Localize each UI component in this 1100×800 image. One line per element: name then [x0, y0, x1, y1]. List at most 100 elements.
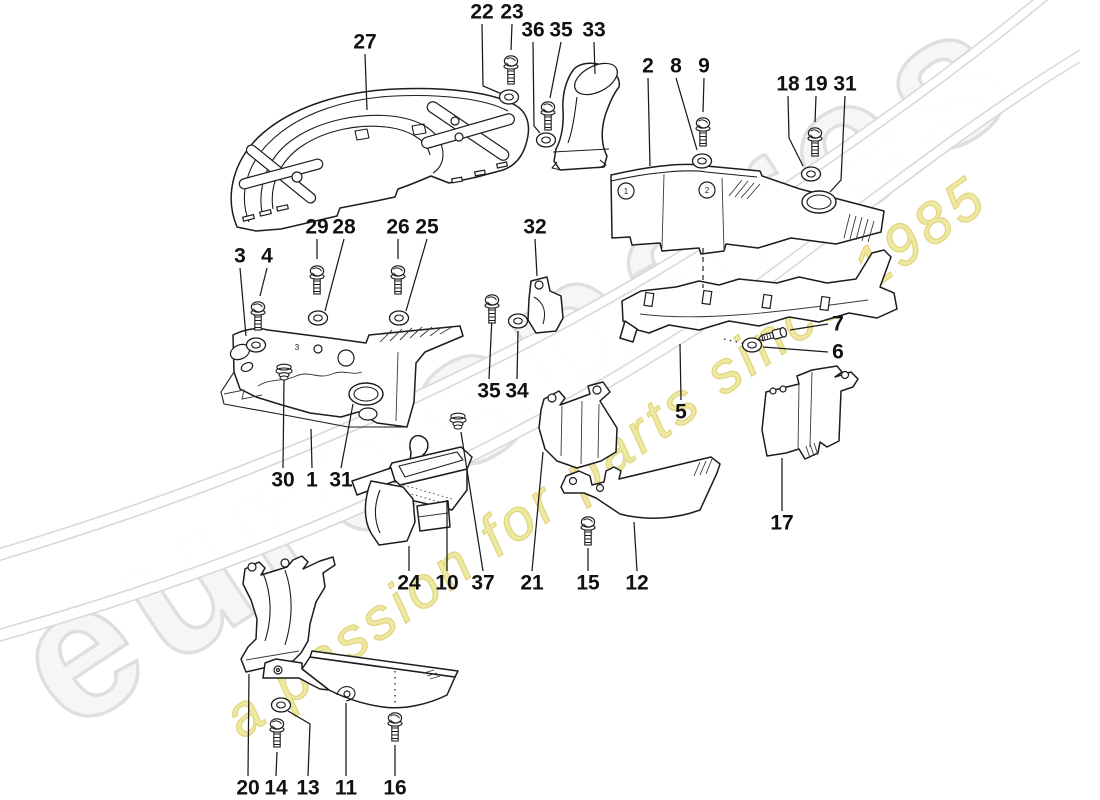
callout-number-14: 14 — [264, 777, 288, 800]
part-5-heat-shield-assembly — [619, 249, 898, 343]
part-32-support-bracket — [527, 276, 564, 334]
swoosh-edge-bottom-inner — [0, 49, 1081, 630]
leader-line-14 — [275, 751, 278, 777]
callout-number-8: 8 — [670, 55, 682, 78]
cylinder-marker-2: 2 — [705, 186, 710, 195]
callout-number-5: 5 — [675, 401, 687, 424]
callout-number-2: 2 — [642, 55, 654, 78]
leader-line-7 — [789, 323, 829, 331]
leader-line-34 — [516, 330, 519, 380]
leader-line-31 — [340, 403, 354, 469]
screw-icon — [540, 101, 556, 131]
washer-icon — [388, 310, 410, 326]
swoosh-edge-top — [0, 0, 1035, 550]
leader-line-1 — [310, 428, 313, 469]
callout-number-22: 22 — [470, 1, 493, 24]
callout-number-12: 12 — [625, 572, 648, 595]
callout-number-30: 30 — [271, 469, 294, 492]
leader-line-21 — [531, 451, 544, 572]
callout-number-4: 4 — [261, 245, 273, 268]
cover-marker-3: 3 — [295, 343, 300, 352]
leader-line-20 — [247, 673, 250, 777]
screw-icon — [309, 265, 325, 295]
washer-icon — [245, 337, 267, 353]
leader-line-25 — [405, 238, 428, 312]
leader-line-35 — [549, 41, 562, 99]
washer-icon — [800, 166, 822, 182]
leader-line-31 — [829, 95, 846, 193]
callout-number-28: 28 — [332, 216, 356, 239]
part-24-intake-housing — [351, 434, 473, 546]
swoosh-edge-bottom — [0, 61, 1081, 642]
washer-icon — [498, 89, 520, 105]
leader-line-37 — [460, 431, 484, 572]
washer-icon — [507, 313, 529, 329]
callout-number-25: 25 — [415, 216, 439, 239]
callout-number-33: 33 — [582, 19, 605, 42]
callout-number-9: 9 — [698, 55, 710, 78]
callout-number-35: 35 — [477, 380, 501, 403]
callout-number-19: 19 — [804, 73, 827, 96]
leader-line-33 — [593, 41, 596, 75]
swoosh-edge-top-inner — [0, 0, 1049, 562]
leader-line-32 — [534, 238, 538, 277]
callout-number-29: 29 — [305, 216, 328, 239]
seal-icon — [348, 382, 384, 406]
callout-number-36: 36 — [521, 19, 544, 42]
leader-line-22 — [481, 23, 503, 95]
cylinder-marker-1: 1 — [624, 187, 629, 196]
callout-number-20: 20 — [236, 777, 259, 800]
leader-line-18 — [787, 95, 804, 167]
callout-number-17: 17 — [770, 512, 793, 535]
screw-icon — [503, 55, 519, 85]
leader-line-19 — [814, 95, 817, 123]
washer-icon — [270, 697, 292, 713]
screw-icon — [390, 265, 406, 295]
callout-number-1: 1 — [306, 469, 318, 492]
leader-line-27 — [364, 53, 368, 111]
leader-line-28 — [324, 238, 345, 312]
leader-line-6 — [762, 346, 829, 353]
callout-number-15: 15 — [576, 572, 600, 595]
part-33-air-duct — [551, 62, 620, 171]
callout-number-18: 18 — [776, 73, 800, 96]
leader-line-9 — [702, 77, 705, 113]
leader-line-36 — [532, 41, 541, 134]
leader-line-8 — [675, 77, 698, 151]
washer-icon — [691, 153, 713, 169]
part-21-heat-shield — [538, 381, 618, 469]
callout-number-37: 37 — [471, 572, 494, 595]
leader-line-3 — [239, 267, 247, 337]
callout-number-26: 26 — [386, 216, 409, 239]
callout-number-35: 35 — [549, 19, 573, 42]
leader-line-2 — [647, 77, 651, 167]
part-12-lower-heat-shield — [560, 456, 721, 519]
part-17-side-shield-right — [761, 365, 859, 460]
leader-line-12 — [633, 521, 638, 572]
seal-icon — [801, 190, 837, 214]
callout-number-11: 11 — [335, 777, 358, 800]
callout-number-21: 21 — [520, 572, 544, 595]
callout-number-32: 32 — [523, 216, 546, 239]
leader-line-4 — [259, 267, 268, 297]
parts-layer: 1 2 3 — [220, 62, 898, 709]
swoosh-band — [0, 0, 1080, 652]
callout-number-31: 31 — [833, 73, 857, 96]
part-11-belly-pan — [262, 650, 459, 709]
watermark-layer: eurospares a passion for parts since 198… — [0, 0, 1081, 770]
screw-icon — [580, 516, 596, 546]
callout-number-34: 34 — [505, 380, 529, 403]
callout-number-31: 31 — [329, 469, 353, 492]
part-2-engine-cover-rear: 1 2 — [610, 163, 885, 255]
part-1-engine-cover-front: 3 — [220, 325, 464, 428]
washer-icon — [535, 132, 557, 148]
screw-icon — [387, 712, 403, 742]
screw-icon — [250, 301, 266, 331]
callout-number-3: 3 — [234, 245, 246, 268]
leader-line-13 — [287, 710, 311, 777]
leader-lines-layer — [239, 23, 846, 777]
washer-icon — [307, 310, 329, 326]
callout-number-10: 10 — [435, 572, 458, 595]
